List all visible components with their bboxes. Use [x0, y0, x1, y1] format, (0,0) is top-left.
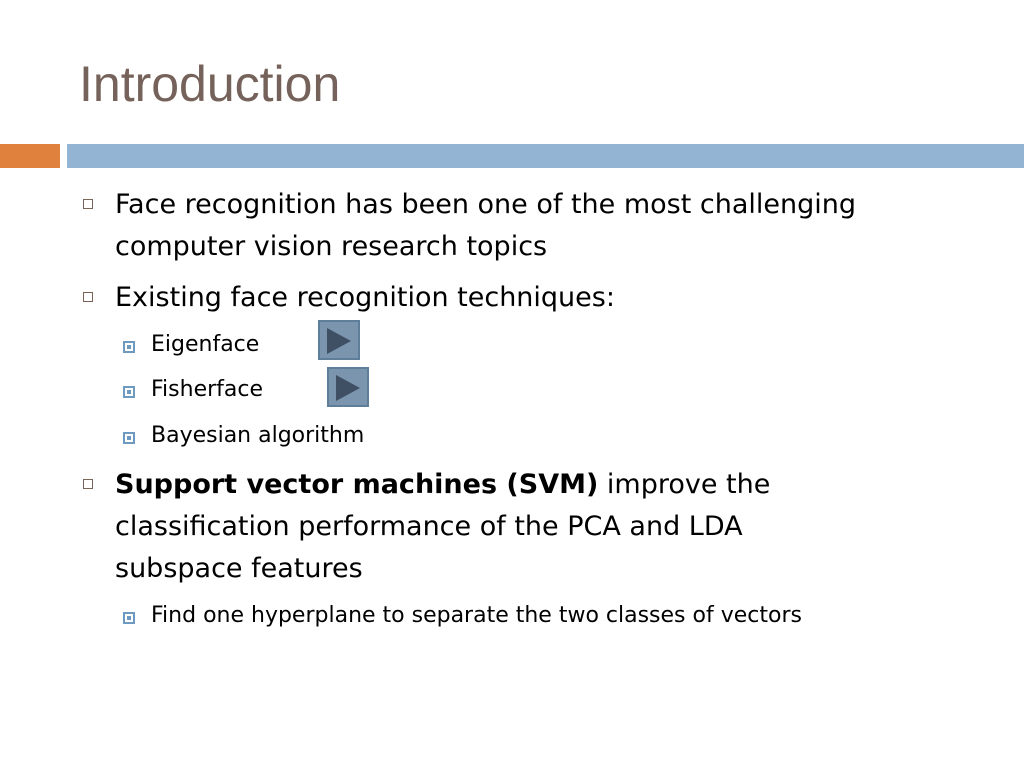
play-button-eigenface[interactable]	[318, 320, 360, 360]
sub-bullet-fisherface-text: Fisherface	[151, 377, 264, 402]
filled-square-bullet-icon	[123, 386, 135, 398]
sub-bullet-hyperplane: Find one hyperplane to separate the two …	[123, 601, 802, 631]
bullet-3-line-2: classification performance of the PCA an…	[115, 511, 743, 542]
square-bullet-icon	[83, 479, 93, 489]
bullet-1-line-1: Face recognition has been one of the mos…	[83, 184, 857, 226]
sub-bullet-bayesian: Bayesian algorithm	[123, 421, 365, 451]
square-bullet-icon	[83, 199, 93, 209]
bullet-1-text-1: Face recognition has been one of the mos…	[115, 189, 857, 220]
sub-bullet-eigenface-text: Eigenface	[151, 332, 260, 357]
sub-bullet-hyperplane-text: Find one hyperplane to separate the two …	[151, 603, 802, 628]
play-icon	[336, 375, 360, 401]
filled-square-bullet-icon	[123, 341, 135, 353]
filled-square-bullet-icon	[123, 612, 135, 624]
header-bar	[67, 144, 1024, 168]
bullet-2-text: Existing face recognition techniques:	[115, 282, 615, 313]
play-button-fisherface[interactable]	[327, 367, 369, 407]
play-icon	[327, 328, 351, 354]
sub-bullet-eigenface: Eigenface	[123, 330, 260, 360]
sub-bullet-bayesian-text: Bayesian algorithm	[151, 423, 365, 448]
filled-square-bullet-icon	[123, 432, 135, 444]
bullet-3-text-1: improve the	[598, 469, 771, 500]
bullet-3-line-3: subspace features	[115, 553, 363, 584]
bullet-3-line-1: Support vector machines (SVM) improve th…	[83, 464, 771, 506]
bullet-2: Existing face recognition techniques:	[83, 277, 615, 319]
accent-bar	[0, 144, 60, 168]
sub-bullet-fisherface: Fisherface	[123, 375, 264, 405]
square-bullet-icon	[83, 292, 93, 302]
bullet-1-line-2: computer vision research topics	[115, 231, 548, 262]
svm-bold-text: Support vector machines (SVM)	[115, 469, 599, 500]
slide-title: Introduction	[79, 56, 341, 112]
